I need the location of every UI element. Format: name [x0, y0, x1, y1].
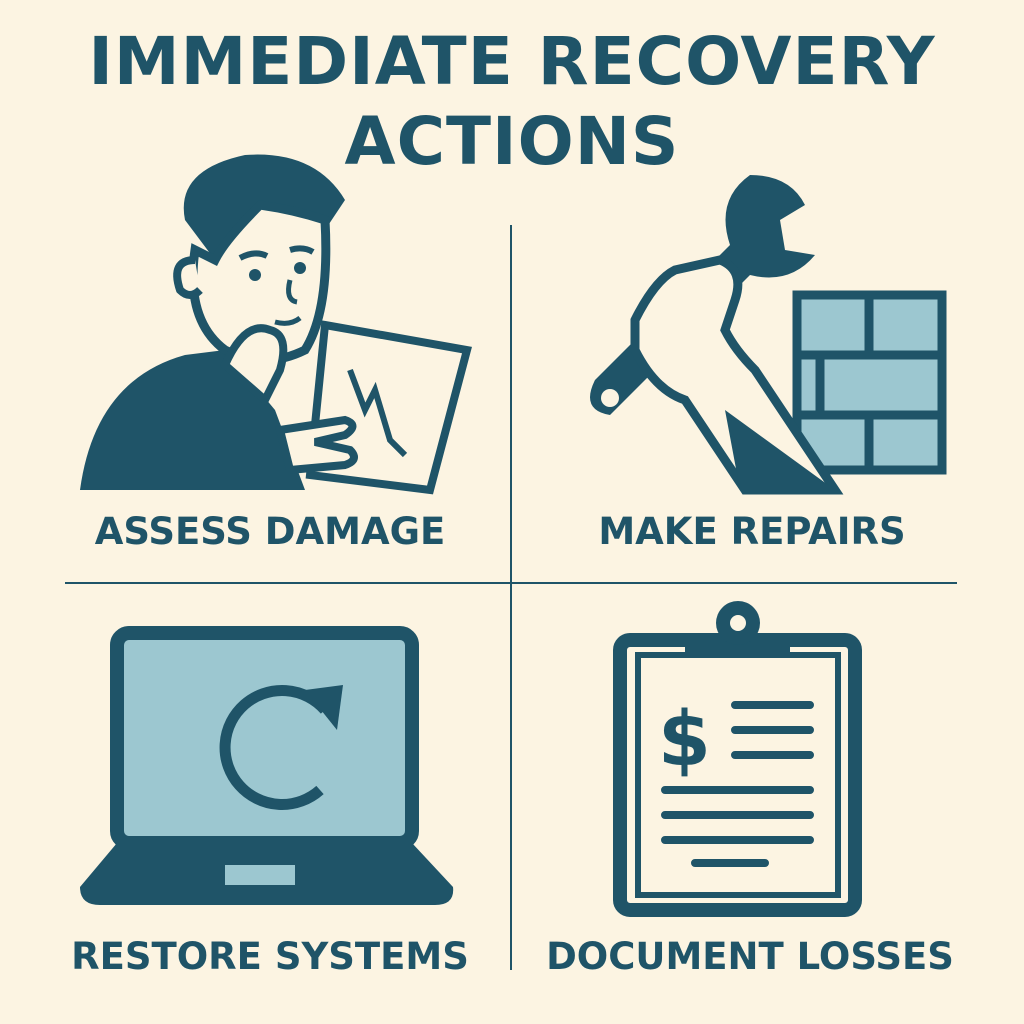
- dollar-sign: $: [658, 694, 711, 783]
- clipboard-dollar-icon: $: [613, 601, 862, 917]
- vertical-divider: [510, 225, 512, 970]
- panel-label-make-repairs: MAKE REPAIRS: [598, 510, 906, 553]
- hand-wrench-brick-wall-icon: [590, 175, 947, 495]
- title-line-1: IMMEDIATE RECOVERY: [88, 23, 936, 100]
- person-reviewing-chart-icon: [80, 154, 472, 495]
- panel-label-assess-damage: ASSESS DAMAGE: [94, 510, 446, 553]
- page-title: IMMEDIATE RECOVERY ACTIONS: [0, 22, 1024, 182]
- horizontal-divider: [65, 582, 957, 584]
- panel-label-document-losses: DOCUMENT LOSSES: [546, 935, 954, 978]
- panel-label-restore-systems: RESTORE SYSTEMS: [71, 935, 469, 978]
- title-line-2: ACTIONS: [344, 103, 680, 180]
- laptop-refresh-icon: [80, 626, 454, 905]
